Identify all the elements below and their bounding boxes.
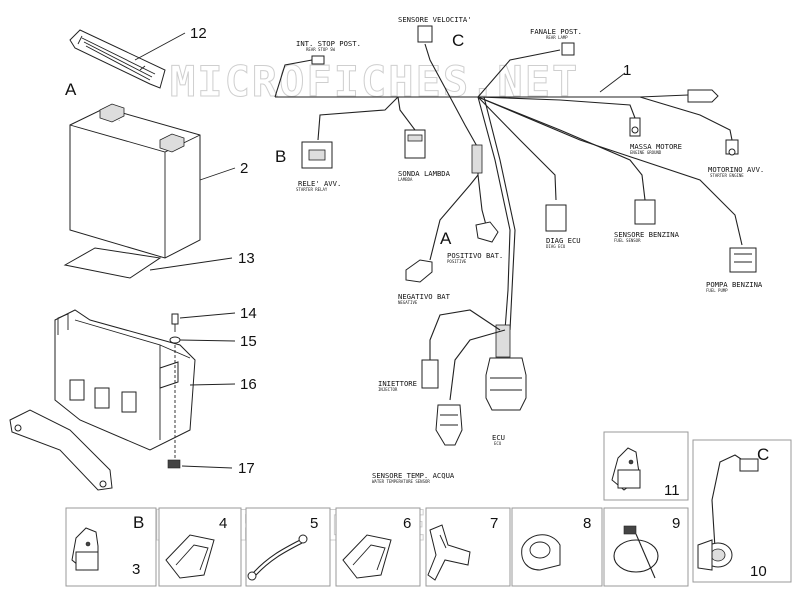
label-diag: DIAG ECU [546, 236, 581, 245]
label-massa-sub: ENGINE GROUND [630, 150, 662, 155]
clip-nut-icon [167, 459, 181, 469]
callout-11: 11 [664, 482, 680, 499]
callout-6: 6 [403, 515, 411, 532]
callout-17: 17 [238, 460, 255, 477]
label-rele-sub: STARTER RELAY [296, 187, 328, 192]
letter-b-relay: B [275, 147, 286, 166]
cable-holder-icon [521, 534, 561, 571]
callout-4: 4 [219, 515, 227, 532]
clamp-icon [342, 534, 392, 579]
battery-strap-icon [69, 29, 166, 89]
washer-icon [169, 336, 181, 344]
label-diag-sub: DIAG ECU [546, 244, 566, 249]
wiring-harness-icon [274, 25, 757, 446]
label-ecu-sub: ECU [494, 441, 502, 446]
label-sonda-sub: LAMBDA [398, 177, 413, 182]
callout-8: 8 [583, 515, 591, 532]
label-iniettore: INIETTORE [378, 379, 417, 388]
letter-c-box: C [757, 445, 769, 464]
label-rele: RELE' AVV. [298, 179, 341, 188]
label-negativo-sub: NEGATIVE [398, 300, 418, 305]
label-pompa-sub: FUEL PUMP [706, 288, 728, 293]
cable-tie-icon [613, 525, 659, 579]
battery-cable-icon [247, 534, 308, 581]
label-ecu: ECU [492, 433, 505, 442]
callout-10: 10 [750, 563, 767, 580]
label-sensore-temp-sub: WATER TEMPERATURE SENSOR [372, 479, 430, 484]
callout-13: 13 [238, 250, 255, 267]
screw-icon [171, 313, 179, 332]
battery-icon: - [69, 103, 201, 259]
callout-7: 7 [490, 515, 498, 532]
battery-tray-icon [9, 309, 196, 491]
callout-9: 9 [672, 515, 680, 532]
callout-1: 1 [623, 62, 631, 79]
label-iniettore-sub: INJECTOR [378, 387, 398, 392]
callout-3: 3 [132, 561, 140, 578]
label-pompa: POMPA BENZINA [706, 280, 763, 289]
svg-text:-: - [118, 118, 120, 123]
callout-15: 15 [240, 333, 257, 350]
label-sensore-benzina-sub: FUEL SENSOR [614, 238, 641, 243]
callout-14: 14 [240, 305, 257, 322]
label-sonda: SONDA LAMBDA [398, 169, 451, 178]
label-int-stop: INT. STOP POST. [296, 39, 361, 48]
letter-c-speed: C [452, 31, 464, 50]
label-motorino-sub: STARTER ENGINE [710, 173, 744, 178]
label-motorino: MOTORINO AVV. [708, 165, 764, 174]
callout-2: 2 [240, 160, 248, 177]
cable-clip-icon [427, 524, 471, 581]
label-positivo: POSITIVO BAT. [447, 251, 503, 260]
relay-icon [611, 447, 641, 491]
label-fanale: FANALE POST. [530, 27, 582, 36]
label-sensore-benzina: SENSORE BENZINA [614, 230, 680, 239]
callout-16: 16 [240, 376, 257, 393]
label-sensore-velocita: SENSORE VELOCITA' [398, 15, 472, 24]
letter-b-box: B [133, 513, 144, 532]
clamp-icon [165, 534, 215, 579]
relay-icon [71, 527, 99, 571]
battery-pad-icon [63, 247, 162, 279]
callout-12: 12 [190, 25, 207, 42]
speed-sensor-icon [697, 454, 759, 571]
label-negativo: NEGATIVO BAT [398, 292, 451, 301]
label-sensore-temp: SENSORE TEMP. ACQUA [372, 471, 455, 480]
letter-a-battery: A [65, 80, 77, 99]
callout-5: 5 [310, 515, 318, 532]
label-massa: MASSA MOTORE [630, 142, 682, 151]
letter-a-positive: A [440, 229, 452, 248]
label-fanale-sub: REAR LAMP [546, 35, 568, 40]
label-int-stop-sub: REAR STOP SW [306, 47, 335, 52]
label-positivo-sub: POSITIVE [447, 259, 467, 264]
